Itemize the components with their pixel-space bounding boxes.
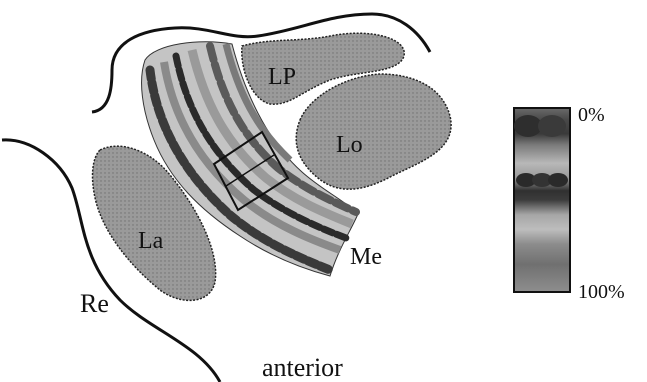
label-me: Me bbox=[350, 244, 382, 270]
label-re: Re bbox=[80, 289, 109, 318]
scale-top-label: 0% bbox=[578, 104, 605, 126]
label-lo: Lo bbox=[336, 132, 363, 158]
label-lp: LP bbox=[268, 64, 296, 90]
intensity-scale: 0% 100% bbox=[514, 104, 625, 303]
label-la: La bbox=[138, 228, 164, 254]
label-anterior: anterior bbox=[262, 353, 343, 382]
lo-nucleus bbox=[296, 74, 451, 189]
scale-bottom-label: 100% bbox=[578, 281, 625, 303]
